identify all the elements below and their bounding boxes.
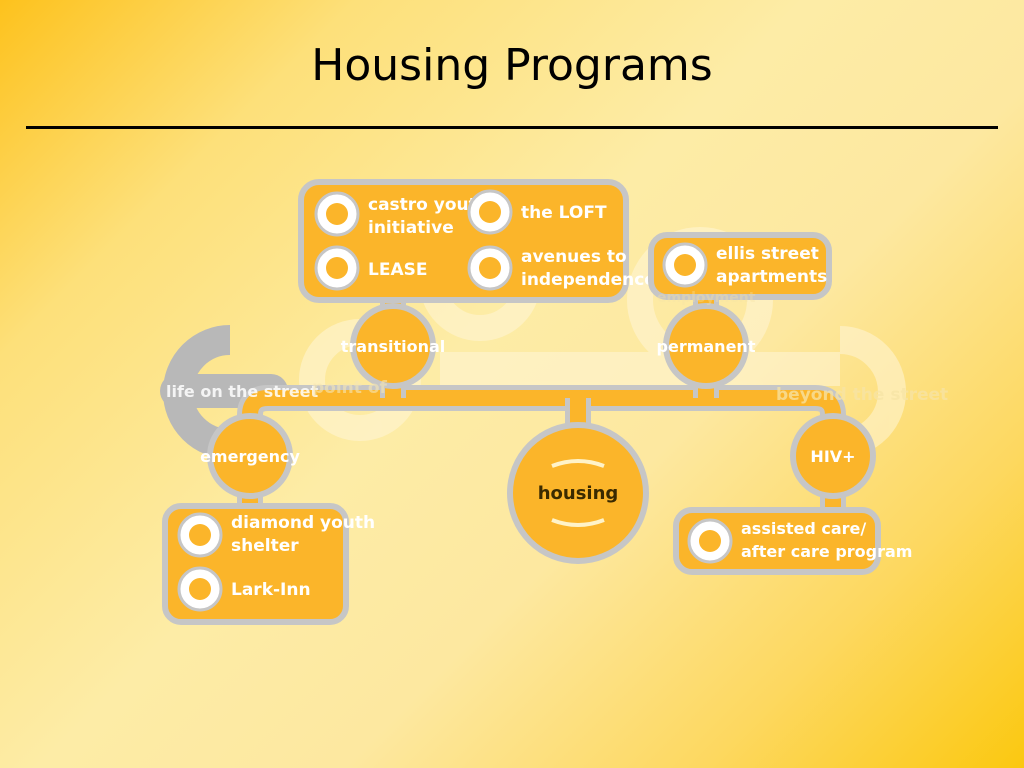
program-label-line2: after care program — [741, 542, 912, 561]
program-lease: LEASE — [314, 245, 427, 291]
program-label-line1: LEASE — [368, 260, 427, 280]
program-label-line1: assisted care/ — [741, 519, 866, 538]
program-castro-youth-initiative: castro youth initiative — [314, 191, 489, 238]
node-label: emergency — [200, 447, 300, 466]
permanent-programs-box: ellis street apartments — [648, 232, 832, 300]
background-label-employment: employment — [657, 290, 756, 306]
hiv-programs-box: assisted care/ after care program — [673, 507, 912, 575]
node-label: transitional — [341, 337, 446, 356]
node-emergency: emergency — [200, 413, 301, 499]
background-label-beyond-the-street: beyond the street — [776, 385, 948, 405]
node-label: housing — [538, 483, 619, 504]
transitional-programs-box: castro youth initiative the LOFT LEASE a… — [298, 179, 656, 303]
node-housing-center: housing — [507, 422, 649, 564]
program-label-line2: initiative — [368, 218, 454, 238]
program-label-line1: the LOFT — [521, 203, 607, 223]
program-label-line1: avenues to — [521, 247, 627, 267]
program-ellis-street-apartments: ellis street apartments — [662, 242, 827, 288]
background-label-life-on-street: life on the street — [166, 382, 319, 401]
program-label-line1: diamond youth — [231, 513, 375, 533]
title-underline — [26, 126, 998, 129]
program-assisted-care: assisted care/ after care program — [687, 518, 912, 564]
node-hiv: HIV+ — [790, 413, 876, 499]
node-label: permanent — [657, 337, 756, 356]
node-permanent: permanent — [657, 303, 756, 389]
program-label-line1: ellis street — [716, 244, 819, 264]
program-lark-inn: Lark-Inn — [177, 566, 311, 612]
node-label: HIV+ — [810, 447, 855, 466]
program-label-line2: shelter — [231, 536, 299, 556]
program-diamond-youth-shelter: diamond youth shelter — [177, 512, 375, 558]
emergency-programs-box: diamond youth shelter Lark-Inn — [162, 503, 375, 625]
program-label-line2: apartments — [716, 267, 827, 287]
program-the-loft: the LOFT — [467, 189, 607, 235]
node-transitional: transitional — [341, 303, 446, 389]
program-avenues-to-independence: avenues to independence — [467, 245, 656, 291]
background-label-point-of: point of — [312, 378, 388, 398]
program-label-line1: castro youth — [368, 195, 489, 215]
program-label-line2: independence — [521, 270, 656, 290]
slide-title: Housing Programs — [311, 40, 713, 91]
program-label-line1: Lark-Inn — [231, 580, 311, 600]
